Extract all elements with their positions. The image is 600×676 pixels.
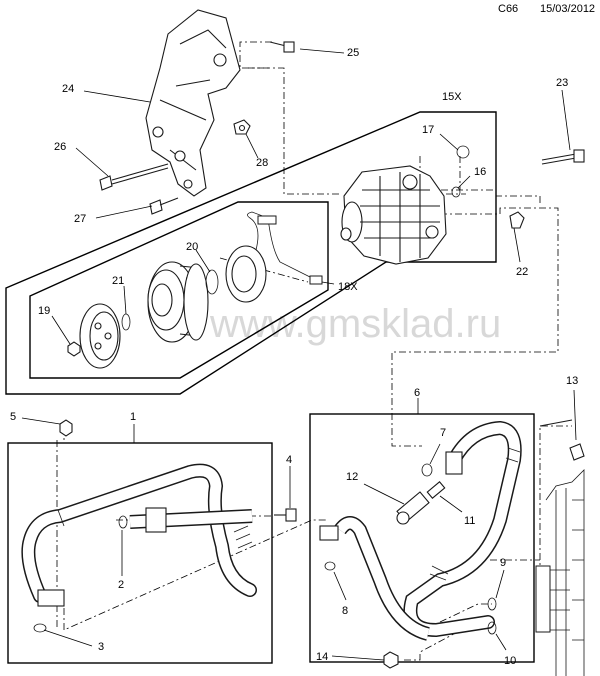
watermark: www.gmsklad.ru xyxy=(209,302,501,346)
field-coil xyxy=(225,245,267,303)
service-valve-11 xyxy=(426,481,446,499)
bolt-26 xyxy=(99,163,169,191)
callout-2: 2 xyxy=(118,579,124,591)
callout-labels: 25 24 26 27 28 15X 17 16 23 22 18X 20 21… xyxy=(10,47,578,667)
callout-10: 10 xyxy=(504,655,516,667)
bolt-25 xyxy=(269,41,295,53)
callout-25: 25 xyxy=(347,47,359,59)
page-date: 15/03/2012 xyxy=(540,3,596,15)
compressor-box-15x xyxy=(5,111,497,395)
pulley xyxy=(147,261,209,343)
callout-20: 20 xyxy=(186,241,198,253)
bolt-13 xyxy=(539,419,585,461)
page-code: C66 xyxy=(498,3,519,15)
callout-13: 13 xyxy=(566,375,578,387)
callout-8: 8 xyxy=(342,605,348,617)
o-ring-7 xyxy=(421,463,433,477)
callout-23: 23 xyxy=(556,77,568,89)
o-ring-8 xyxy=(324,561,336,571)
bolt-4 xyxy=(274,508,297,522)
ac-hose-1 xyxy=(21,463,257,607)
compressor-bracket xyxy=(145,9,241,197)
ac-compressor xyxy=(340,165,447,265)
condenser xyxy=(535,469,585,676)
callout-28: 28 xyxy=(256,157,268,169)
callout-3: 3 xyxy=(98,641,104,653)
nut-5 xyxy=(59,419,73,437)
o-ring-2 xyxy=(118,515,128,529)
callout-5: 5 xyxy=(10,411,16,423)
callout-1: 1 xyxy=(130,411,136,423)
callout-22: 22 xyxy=(516,266,528,278)
coil-wire xyxy=(247,211,323,285)
callout-11: 11 xyxy=(464,515,475,527)
nut-19 xyxy=(67,341,81,357)
callout-12: 12 xyxy=(346,471,358,483)
shim-21 xyxy=(121,313,131,331)
callout-4: 4 xyxy=(286,454,292,466)
o-ring-16 xyxy=(451,186,461,198)
ac-hose-6 xyxy=(319,420,522,641)
clutch-hub xyxy=(79,303,121,369)
leader-lines xyxy=(21,48,577,661)
bolt-27 xyxy=(149,197,179,215)
snap-ring-20 xyxy=(205,269,219,295)
callout-6: 6 xyxy=(414,387,420,399)
callout-14: 14 xyxy=(316,651,328,663)
hose-box-6 xyxy=(309,413,535,663)
callout-18x: 18X xyxy=(338,281,358,293)
hose-box-1 xyxy=(7,442,273,664)
callout-26: 26 xyxy=(54,141,66,153)
assembly-lines xyxy=(56,41,572,661)
callout-19: 19 xyxy=(38,305,50,317)
pressure-sensor-12 xyxy=(396,491,430,525)
callout-21: 21 xyxy=(112,275,124,287)
relief-valve-22 xyxy=(509,211,525,229)
clutch-box-18x xyxy=(29,201,329,379)
bolt-23 xyxy=(541,149,585,165)
seal-17 xyxy=(456,145,470,159)
o-ring-3 xyxy=(33,623,47,633)
callout-15x: 15X xyxy=(442,91,462,103)
o-ring-10 xyxy=(487,621,497,635)
nut-14 xyxy=(383,651,399,669)
callout-17: 17 xyxy=(422,124,434,136)
callout-27: 27 xyxy=(74,213,86,225)
callout-7: 7 xyxy=(440,427,446,439)
callout-24: 24 xyxy=(62,83,74,95)
callout-16: 16 xyxy=(474,166,486,178)
callout-9: 9 xyxy=(500,557,506,569)
o-ring-9 xyxy=(487,597,497,611)
nut-28 xyxy=(233,119,251,135)
